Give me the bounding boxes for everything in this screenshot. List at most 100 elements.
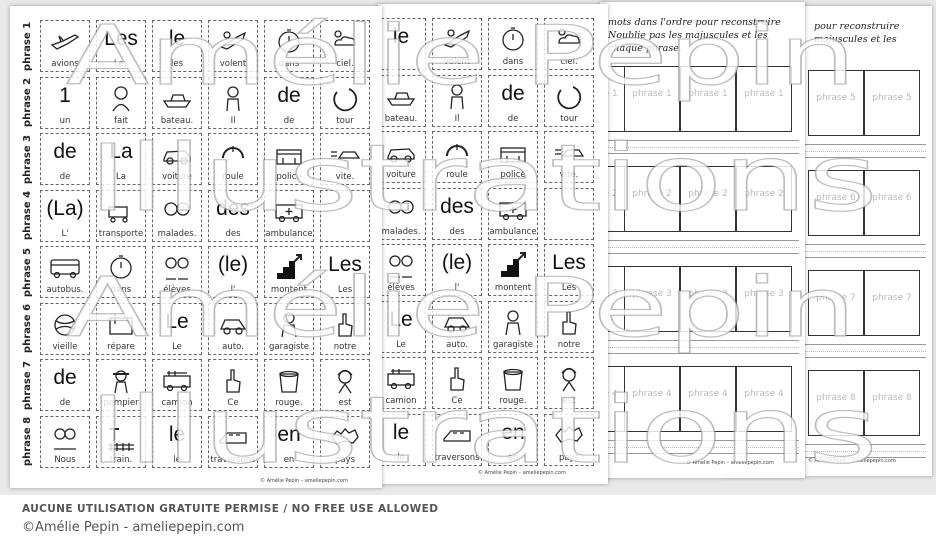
card-large-word: Le [165, 309, 189, 333]
answer-box[interactable]: phrase 4 [736, 366, 792, 432]
crossing-train-icon [219, 431, 247, 444]
sick-kids-icon [164, 201, 190, 216]
no-free-use-notice: AUCUNE UTILISATION GRATUITE PERMISE / NO… [22, 503, 439, 515]
students-icon [389, 255, 413, 278]
phrase-row-label: phrase 7 [20, 359, 36, 411]
writing-lines[interactable] [606, 140, 799, 154]
card-large-word: Le [389, 307, 413, 331]
card-word: rouge. [499, 396, 527, 406]
card-word: pays [558, 452, 580, 463]
card-word: Ce [451, 396, 463, 406]
answer-box-label: phrase 1 [632, 89, 672, 99]
phrase-row-label: phrase 2 [20, 77, 36, 129]
card-word: Il [454, 113, 460, 124]
answer-box[interactable]: phrase 1 [680, 66, 736, 132]
word-card: auto. [432, 300, 482, 353]
answer-box[interactable]: phrase 5 [864, 70, 920, 136]
small-car-icon [219, 318, 247, 335]
answer-box[interactable]: phrase 2 [680, 166, 736, 232]
answer-box[interactable]: phrase 1 [736, 66, 792, 132]
word-card: traversons [432, 413, 482, 466]
crossing-train-icon [443, 429, 471, 442]
instruction-line: majuscules et les [814, 34, 897, 45]
answer-box[interactable]: phrase 3 [736, 266, 792, 332]
word-card: dans [488, 18, 538, 70]
phrase-row-label-text: phrase 5 [22, 247, 34, 297]
card-large-word: La [109, 140, 133, 163]
word-card [544, 187, 594, 240]
answer-box-label: phrase 4 [688, 389, 728, 399]
answer-box[interactable]: phrase 8 [808, 370, 864, 436]
card-word: le [397, 452, 405, 463]
writing-lines[interactable] [606, 340, 799, 354]
writing-lines[interactable] [730, 344, 926, 358]
card-large-word: (La) [46, 196, 84, 220]
students-icon [165, 257, 189, 280]
card-word: Nous [54, 454, 76, 465]
word-card: volent [432, 18, 482, 70]
card-large-word: de [501, 81, 525, 105]
answer-box[interactable]: phrase 1 [624, 66, 680, 132]
answer-box[interactable]: phrase 2 [736, 166, 792, 232]
card-word: traversons [210, 454, 256, 465]
writing-lines[interactable] [730, 144, 926, 158]
word-card: malades. [378, 187, 426, 240]
word-card: garagiste [264, 302, 314, 355]
answer-box[interactable]: phrase 8 [864, 370, 920, 436]
answer-box[interactable]: phrase 6 [864, 170, 920, 236]
stopwatch-icon [278, 29, 300, 53]
word-card: rouge. [264, 359, 314, 411]
card-word: police [500, 170, 526, 180]
answer-box[interactable]: phrase 3 [680, 266, 736, 332]
phrase-row-label-text: phrase 8 [22, 416, 34, 467]
answer-box[interactable]: phrase 4 [680, 366, 736, 432]
card-word: volent [443, 57, 471, 67]
answer-box[interactable]: phrase 7 [808, 270, 864, 336]
word-card: pompier [96, 359, 146, 411]
card-word: auto. [222, 341, 244, 352]
writing-lines[interactable] [730, 444, 926, 458]
word-card: élèves [378, 244, 426, 296]
word-card: est [544, 357, 594, 409]
card-word: traversons [434, 452, 480, 463]
phrase-row-label-text: phrase 7 [22, 360, 34, 410]
card-word: de [59, 172, 71, 182]
answer-box[interactable]: phrase 4 [624, 366, 680, 432]
answer-box[interactable]: phrase 3 [624, 266, 680, 332]
card-word: dans [110, 285, 132, 295]
word-card: pays [320, 415, 370, 468]
card-word: des [225, 228, 241, 239]
card-word: garagiste [492, 339, 534, 350]
pointing-hand-icon [338, 312, 353, 337]
word-card: rouge. [488, 357, 538, 409]
card-word: dans [278, 59, 300, 69]
answer-box[interactable]: phrase 6 [808, 170, 864, 236]
phrase-row-label: phrase 6 [20, 303, 36, 355]
answer-box[interactable]: phrase 7 [864, 270, 920, 336]
card-word: vite. [559, 170, 579, 180]
writing-lines[interactable] [606, 440, 799, 454]
answer-box-label: phrase 1 [688, 89, 728, 99]
wheel-icon [446, 144, 468, 157]
word-card: voiture [378, 131, 426, 183]
writing-lines[interactable] [730, 244, 926, 258]
answer-box[interactable]: phrase 2 [624, 166, 680, 232]
word-card: vieille [40, 302, 90, 355]
writing-lines[interactable] [606, 240, 799, 254]
phrase-row-label: phrase 8 [20, 416, 36, 468]
word-card: ambulance [264, 189, 314, 242]
card-word: les [170, 59, 184, 69]
answer-box-label: phrase 3 [600, 289, 618, 299]
kids-icon [54, 427, 76, 450]
answer-box[interactable]: phrase 5 [808, 70, 864, 136]
